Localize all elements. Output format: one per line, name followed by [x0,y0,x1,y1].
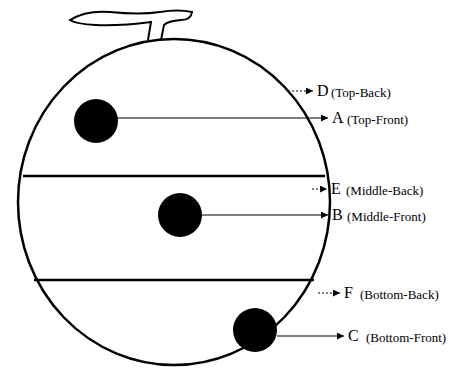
sample-dot [233,308,277,352]
point-letter: E [331,181,341,197]
leader-line [277,335,344,336]
point-name: (Middle-Front) [347,210,426,223]
sample-dot [74,99,118,143]
label-anchor: (Bottom-Front) [366,331,446,344]
point-name: (Middle-Back) [346,184,423,197]
sample-dot [158,193,202,237]
point-name: (Top-Front) [347,113,408,126]
band-divider [34,279,314,282]
point-letter: C [348,328,359,344]
fruit-outline [18,39,330,365]
label-anchor: (Middle-Back) [346,184,423,197]
point-letter: A [332,110,344,126]
label-anchor: B [332,207,343,223]
point-name: (Top-Back) [331,86,391,99]
leader-line [288,91,313,92]
leader-line [318,293,340,294]
label-anchor: C [348,328,359,344]
point-name: (Bottom-Back) [360,288,439,301]
label-anchor: E [331,181,341,197]
point-letter: B [332,207,343,223]
label-anchor: (Middle-Front) [347,210,426,223]
leader-line [116,117,328,118]
point-letter: F [344,285,353,301]
leader-line [201,214,328,215]
label-anchor: D [317,83,329,99]
label-anchor: (Bottom-Back) [360,288,439,301]
point-letter: D [317,83,329,99]
leader-line [312,189,327,190]
label-anchor: (Top-Back) [331,86,391,99]
label-anchor: A [332,110,344,126]
label-anchor: F [344,285,353,301]
band-divider [23,175,325,178]
stem [70,11,192,41]
label-anchor: (Top-Front) [347,113,408,126]
point-name: (Bottom-Front) [366,331,446,344]
